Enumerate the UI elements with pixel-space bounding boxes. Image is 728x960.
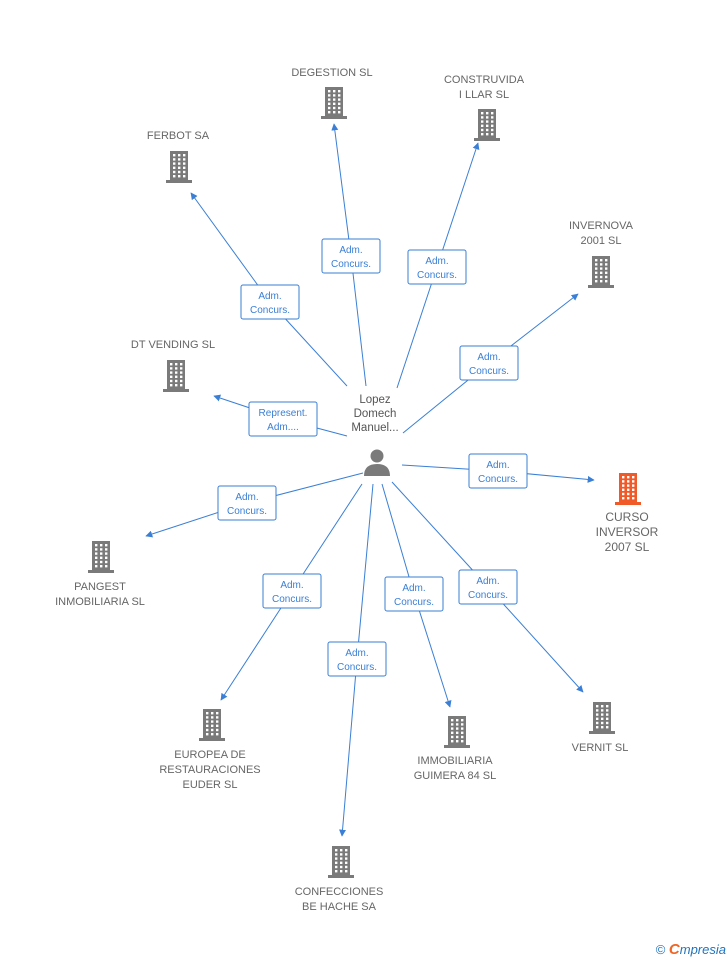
relation-label-construvida[interactable]: Adm. Concurs. [407, 249, 467, 285]
company-node-confecciones[interactable]: CONFECCIONES BE HACHE SA [295, 846, 384, 913]
company-label: EUDER SL [182, 779, 237, 791]
relation-text: Concurs. [337, 662, 377, 673]
relation-text: Adm. [476, 576, 499, 587]
footer-brand[interactable]: © Cmpresia [656, 941, 726, 958]
building-icon [588, 256, 614, 288]
relation-text: Concurs. [478, 474, 518, 485]
company-node-europea[interactable]: EUROPEA DE RESTAURACIONES EUDER SL [159, 709, 261, 791]
relation-text: Adm. [477, 352, 500, 363]
company-node-immobiliaria[interactable]: IMMOBILIARIA GUIMERA 84 SL [414, 716, 497, 782]
company-label: DT VENDING SL [131, 339, 215, 351]
relation-label-europea[interactable]: Adm. Concurs. [262, 573, 322, 609]
building-icon [615, 473, 641, 505]
company-label: IMMOBILIARIA [417, 755, 493, 767]
person-icon [364, 449, 390, 476]
relation-text: Adm. [235, 492, 258, 503]
relation-label-vernit[interactable]: Adm. Concurs. [458, 569, 518, 605]
building-icon [163, 360, 189, 392]
relation-text: Concurs. [331, 259, 371, 270]
relations-layer: Adm.Concurs.Adm.Concurs.Adm.Concurs.Adm.… [217, 238, 528, 677]
relation-label-dtvending[interactable]: Represent. Adm.... [248, 401, 318, 437]
relation-text: Adm.... [267, 422, 299, 433]
company-label: RESTAURACIONES [159, 764, 260, 776]
building-icon [88, 541, 114, 573]
building-icon [444, 716, 470, 748]
brand-logo-text: mpresia [679, 942, 726, 957]
relation-text: Concurs. [227, 506, 267, 517]
company-label: VERNIT SL [572, 742, 629, 754]
center-person-label: Domech [354, 408, 397, 420]
relation-text: Concurs. [394, 597, 434, 608]
relation-text: Adm. [345, 648, 368, 659]
company-label: EUROPEA DE [174, 749, 246, 761]
relation-text: Adm. [425, 256, 448, 267]
building-icon [589, 702, 615, 734]
relation-text: Concurs. [468, 590, 508, 601]
center-person-node[interactable]: LopezDomechManuel... [351, 394, 399, 476]
center-person-label: Lopez [359, 394, 391, 406]
building-icon [199, 709, 225, 741]
company-label: 2007 SL [605, 540, 650, 554]
relation-label-ferbot[interactable]: Adm. Concurs. [240, 284, 300, 320]
company-label: CURSO [605, 510, 648, 524]
relation-text: Concurs. [250, 305, 290, 316]
company-label: INVERSOR [596, 525, 659, 539]
company-label: I LLAR SL [459, 89, 509, 101]
brand-logo-initial: C [668, 941, 680, 958]
company-label: FERBOT SA [147, 130, 210, 142]
relation-text: Adm. [339, 245, 362, 256]
company-node-ferbot[interactable]: FERBOT SA [147, 130, 210, 183]
company-node-invernova[interactable]: INVERNOVA 2001 SL [569, 220, 634, 288]
relation-text: Concurs. [469, 366, 509, 377]
building-icon [328, 846, 354, 878]
company-label: BE HACHE SA [302, 901, 377, 913]
company-label: 2001 SL [581, 235, 622, 247]
company-label: CONFECCIONES [295, 886, 384, 898]
relation-label-invernova[interactable]: Adm. Concurs. [459, 345, 519, 381]
company-node-vernit[interactable]: VERNIT SL [572, 702, 629, 754]
relation-text: Adm. [402, 583, 425, 594]
company-label: CONSTRUVIDA [444, 74, 525, 86]
company-node-dtvending[interactable]: DT VENDING SL [131, 339, 215, 392]
company-node-pangest[interactable]: PANGEST INMOBILIARIA SL [55, 541, 145, 608]
building-icon [474, 109, 500, 141]
building-icon [321, 87, 347, 119]
relation-label-immobiliaria[interactable]: Adm. Concurs. [384, 576, 444, 612]
center-person-label: Manuel... [351, 422, 398, 434]
company-node-construvida[interactable]: CONSTRUVIDA I LLAR SL [444, 74, 525, 141]
company-label: DEGESTION SL [291, 67, 372, 79]
company-label: INMOBILIARIA SL [55, 596, 145, 608]
company-label: INVERNOVA [569, 220, 634, 232]
relation-text: Concurs. [417, 270, 457, 281]
company-label: GUIMERA 84 SL [414, 770, 497, 782]
relation-label-degestion[interactable]: Adm. Concurs. [321, 238, 381, 274]
relation-text: Adm. [280, 580, 303, 591]
relation-label-pangest[interactable]: Adm. Concurs. [217, 485, 277, 521]
building-icon [166, 151, 192, 183]
copyright-symbol: © [655, 942, 666, 957]
relation-text: Adm. [486, 460, 509, 471]
relation-text: Represent. [259, 408, 308, 419]
company-node-degestion[interactable]: DEGESTION SL [291, 67, 373, 119]
relation-label-curso[interactable]: Adm. Concurs. [468, 453, 528, 489]
company-label: PANGEST [74, 581, 126, 593]
relation-label-confecciones[interactable]: Adm. Concurs. [327, 641, 387, 677]
relation-text: Adm. [258, 291, 281, 302]
relation-text: Concurs. [272, 594, 312, 605]
